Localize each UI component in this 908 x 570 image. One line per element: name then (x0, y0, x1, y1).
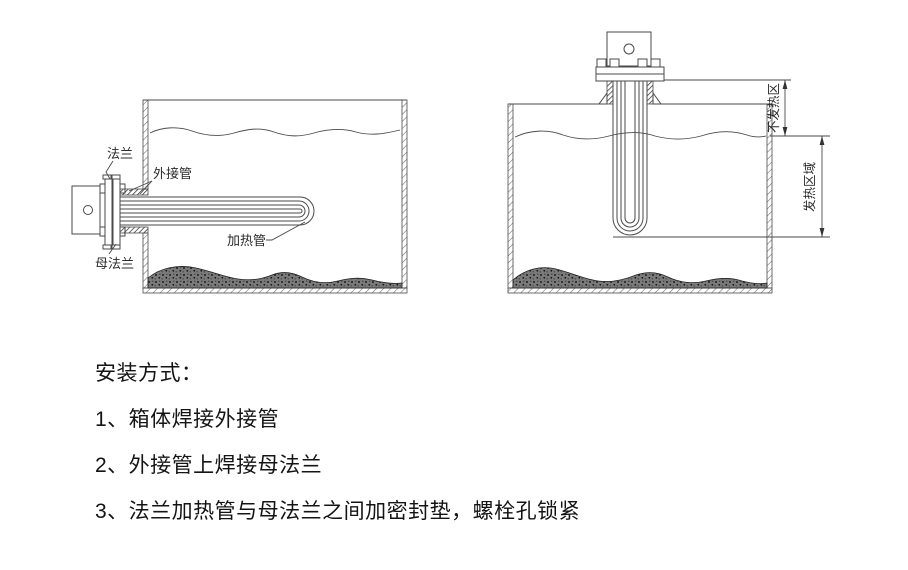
sludge (512, 267, 768, 289)
instruction-item-2: 2、外接管上焊接母法兰 (95, 454, 323, 477)
instruction-item-3: 3、法兰加热管与母法兰之间加密封垫，螺栓孔锁紧 (95, 500, 581, 523)
flange-plate-1 (104, 178, 113, 246)
tank-bottom (142, 287, 408, 294)
tank-wall-left-lower (142, 232, 149, 289)
junction-box-hole (83, 205, 93, 215)
heating-zone-label: 发热区域 (802, 162, 817, 212)
female-flange-leader (108, 243, 117, 255)
female-flange-label: 母法兰 (95, 256, 134, 271)
flange-plate-2 (112, 178, 121, 246)
outer-pipe-bottom-wall (119, 226, 149, 234)
instruction-item-1: 1、箱体焊接外接管 (95, 408, 280, 431)
tank-wall-left-upper (142, 99, 149, 190)
junction-box (71, 185, 101, 235)
left-diagram: 法兰 外接管 加热管 母法兰 (71, 99, 408, 294)
non-heating-zone-label: 不发热区 (766, 83, 781, 133)
heating-tube-leader (266, 221, 306, 241)
mount-pipe-wall-left (606, 80, 614, 105)
heating-tube-label: 加热管 (227, 233, 266, 248)
outer-pipe-leader (128, 180, 153, 195)
weld-gusset-left (598, 91, 608, 105)
outer-pipe-label: 外接管 (153, 166, 192, 181)
instructions-title: 安装方式： (95, 362, 203, 385)
arrow-down-icon (819, 228, 825, 237)
tank-bottom (507, 287, 773, 294)
right-diagram: 不发热区 发热区域 (507, 31, 830, 294)
flange-leader (105, 160, 114, 180)
junction-box-hole (623, 43, 635, 55)
installation-instructions: 安装方式： 1、箱体焊接外接管 2、外接管上焊接母法兰 3、法兰加热管与母法兰之… (95, 362, 580, 523)
sludge (147, 266, 403, 289)
water-line (514, 130, 767, 140)
weld-gusset-right (652, 91, 662, 105)
arrow-down-icon (782, 127, 788, 136)
flange-plate-1 (595, 66, 665, 75)
tank-wall-right (401, 99, 408, 289)
flange-plate-2 (595, 73, 665, 82)
arrow-up-icon (782, 80, 788, 89)
flange-label: 法兰 (107, 146, 133, 161)
mount-pipe-wall-right (646, 80, 654, 105)
arrow-up-icon (819, 136, 825, 145)
heating-tubes (612, 81, 648, 236)
heating-tubes (120, 196, 315, 226)
water-line (149, 127, 401, 137)
tank-wall-left (507, 103, 514, 289)
flange-bolts (596, 58, 661, 68)
